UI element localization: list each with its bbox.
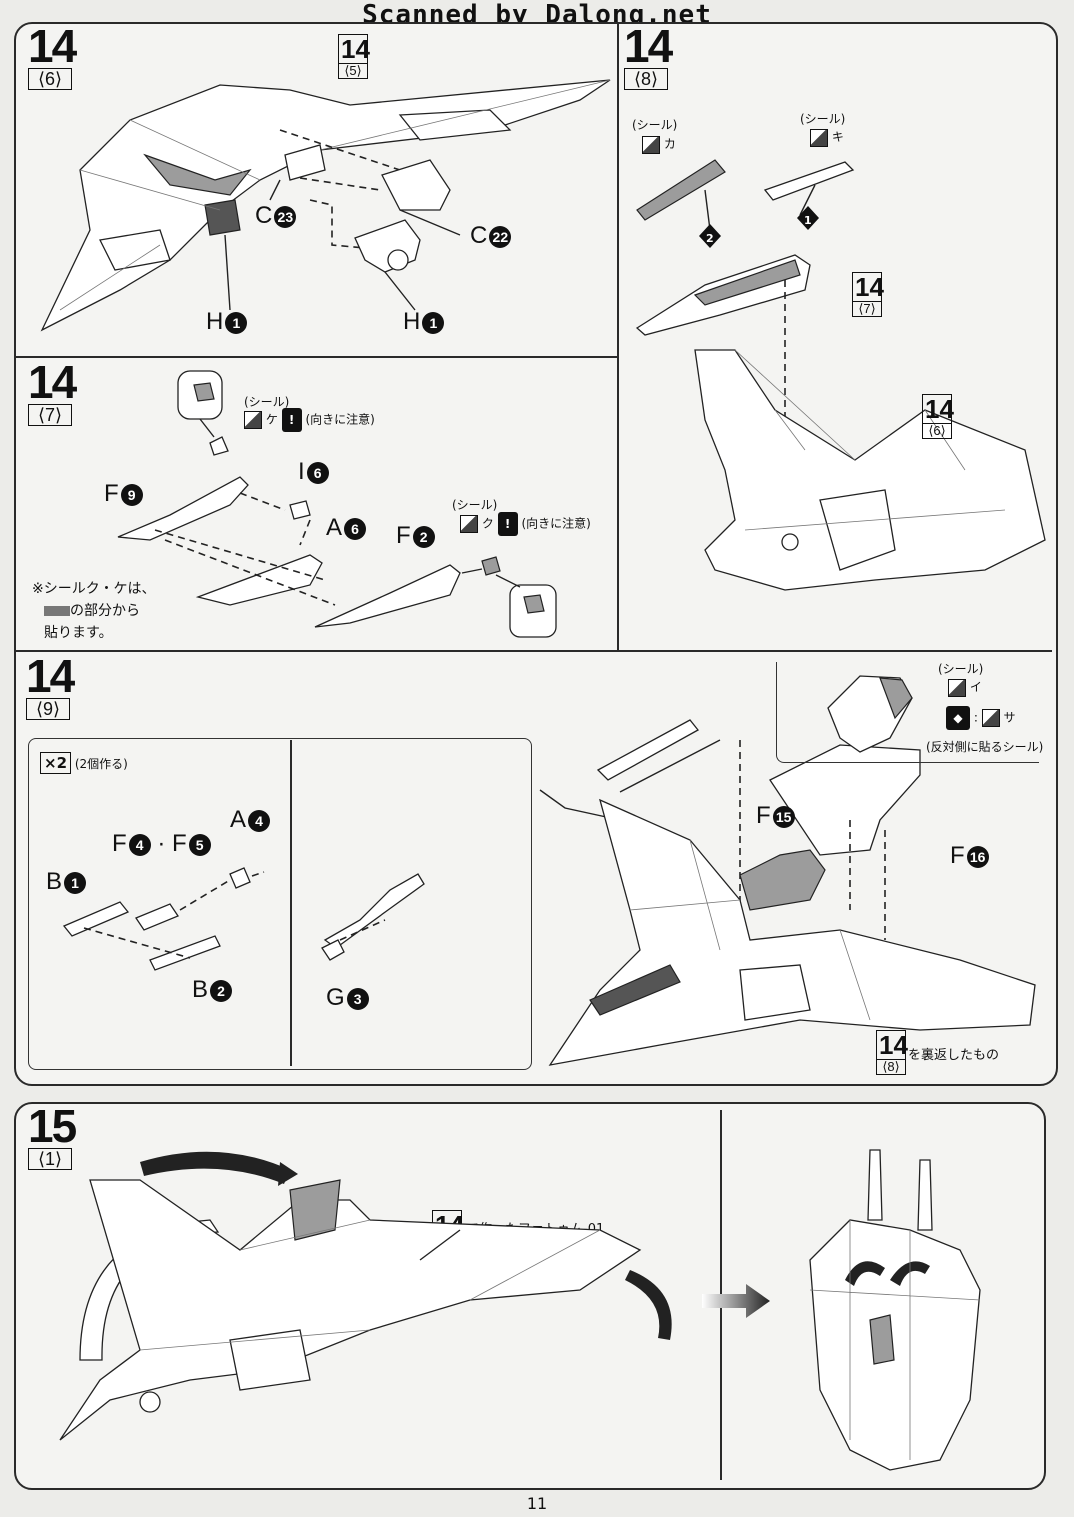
step-14-9-label: 14 ⟨9⟩ <box>26 650 75 720</box>
divider-horizontal-1 <box>16 356 618 358</box>
seal-ke-caution: ケ ! (向きに注意) <box>244 408 375 432</box>
illustration-14-7-parts <box>117 370 557 638</box>
step-14-6-label: 14 ⟨6⟩ <box>28 20 77 90</box>
subassembly-box <box>28 738 532 1070</box>
seal-note-line-1: ※シールク・ケは、 <box>32 581 156 597</box>
next-state-arrow <box>702 1284 770 1318</box>
step-15-1-label: 15 ⟨1⟩ <box>28 1100 77 1170</box>
quantity-note: ×2 (2個作る) <box>40 752 128 774</box>
reverse-side-seal-note: (反対側に貼るシール) <box>926 740 1044 754</box>
seal-sa-mirror: ◆ : サ <box>946 706 1016 730</box>
order-marker-1: 1 <box>804 214 812 227</box>
divider-horizontal-2 <box>16 650 1052 652</box>
ref-step-14-8: 14⟨8⟩ <box>876 1030 908 1075</box>
seal-ku-caution: ク ! (向きに注意) <box>460 512 591 536</box>
subassembly-divider <box>290 740 292 1066</box>
step-14-8-label: 14 ⟨8⟩ <box>624 20 673 90</box>
illustration-14-9-thruster-parts <box>62 739 721 971</box>
ref-step-14-5: 14⟨5⟩ <box>338 34 370 79</box>
illustration-15-1-folding <box>59 1151 672 1441</box>
seal-label-ku: (シール) <box>452 498 498 512</box>
step-14-7-label: 14 ⟨7⟩ <box>28 356 77 426</box>
caution-icon: ! <box>281 408 302 432</box>
seal-label-ke: (シール) <box>244 395 290 409</box>
flipped-note: を裏返したもの <box>908 1048 1000 1063</box>
mirror-icon: ◆ <box>946 706 970 730</box>
seal-i: イ <box>948 678 982 697</box>
illustration-14-8-seal-application <box>635 159 1046 591</box>
seal-callout-part <box>827 675 913 753</box>
caution-icon: ! <box>497 512 518 536</box>
seal-ka: カ <box>642 135 676 154</box>
illustration-15-1-folded <box>809 1149 981 1471</box>
seal-callout-box <box>776 662 1039 763</box>
seal-label-ka: (シール) <box>632 118 678 132</box>
seal-note-line-2: の部分から <box>44 600 140 620</box>
page-number: 11 <box>526 1494 548 1513</box>
seal-label-i: (シール) <box>938 662 984 676</box>
divider-vertical-top <box>617 24 619 650</box>
seal-note-line-3: 貼ります。 <box>44 625 113 641</box>
seal-ki: キ <box>810 128 844 147</box>
illustration-14-9-main-assembly <box>548 719 1036 1066</box>
seal-label-ki: (シール) <box>800 112 846 126</box>
order-marker-2: 2 <box>706 232 714 245</box>
illustration-14-6-wing-assembly <box>40 79 611 332</box>
ref-step-14-7: 14⟨7⟩ <box>852 272 884 317</box>
ref-step-14-6: 14⟨6⟩ <box>922 394 954 439</box>
